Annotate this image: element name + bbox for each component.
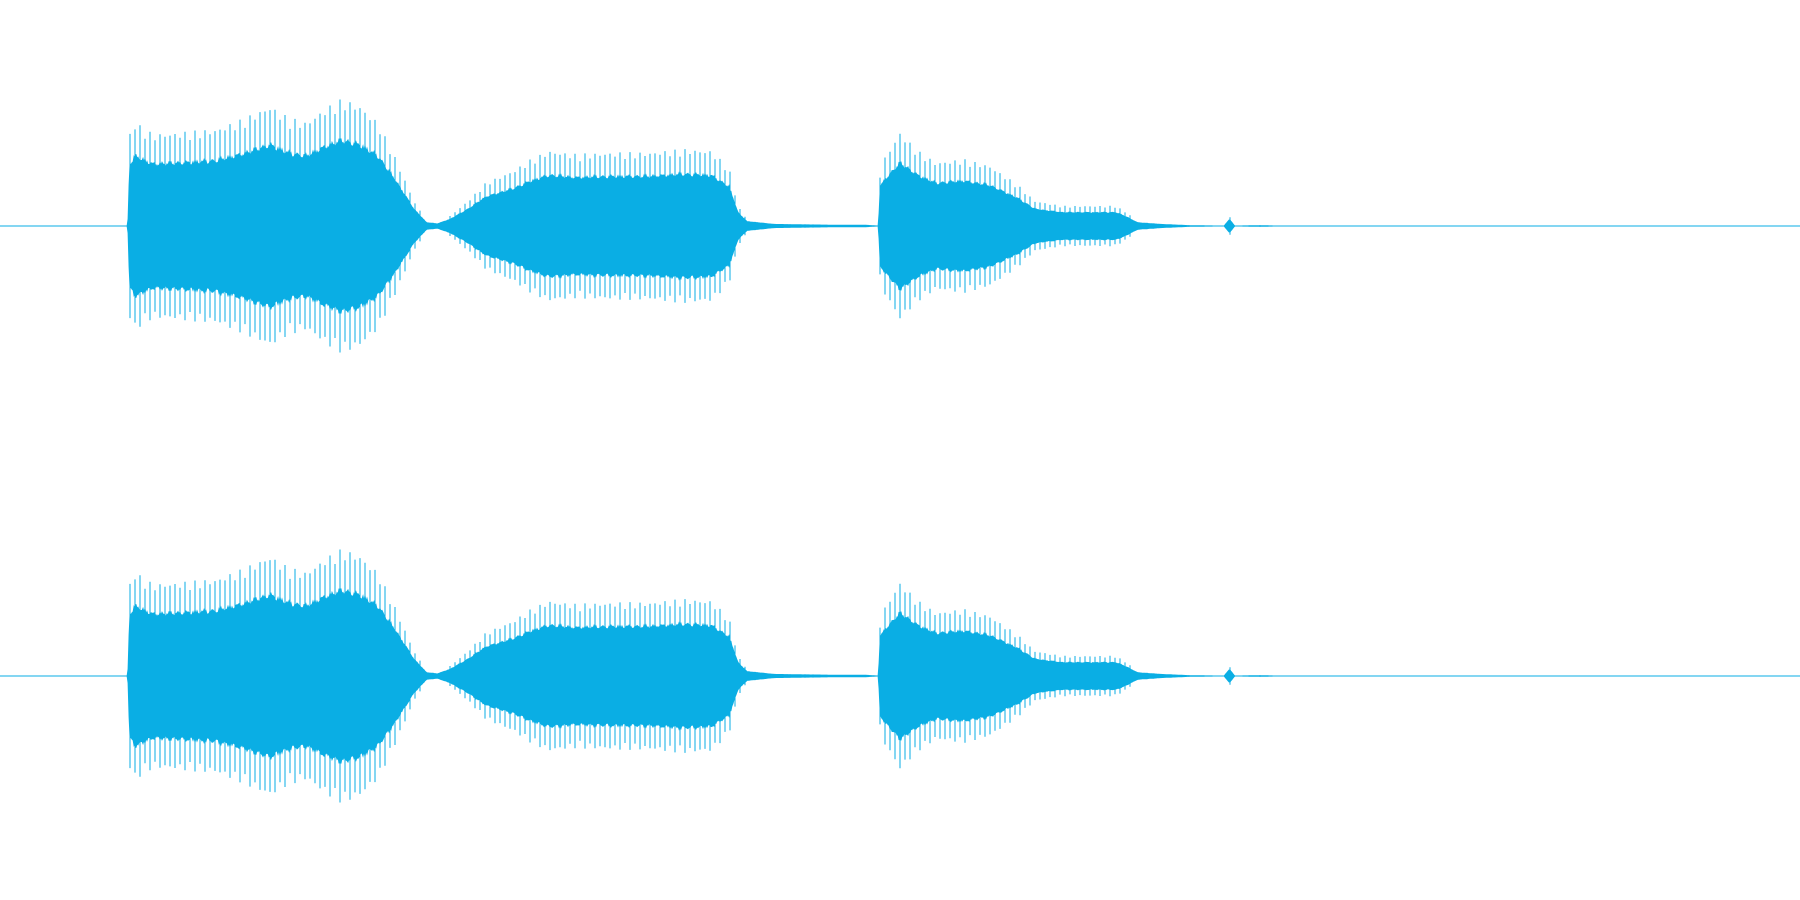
channel-2-transients [129,549,1231,803]
channel-1-transients [129,99,1231,353]
